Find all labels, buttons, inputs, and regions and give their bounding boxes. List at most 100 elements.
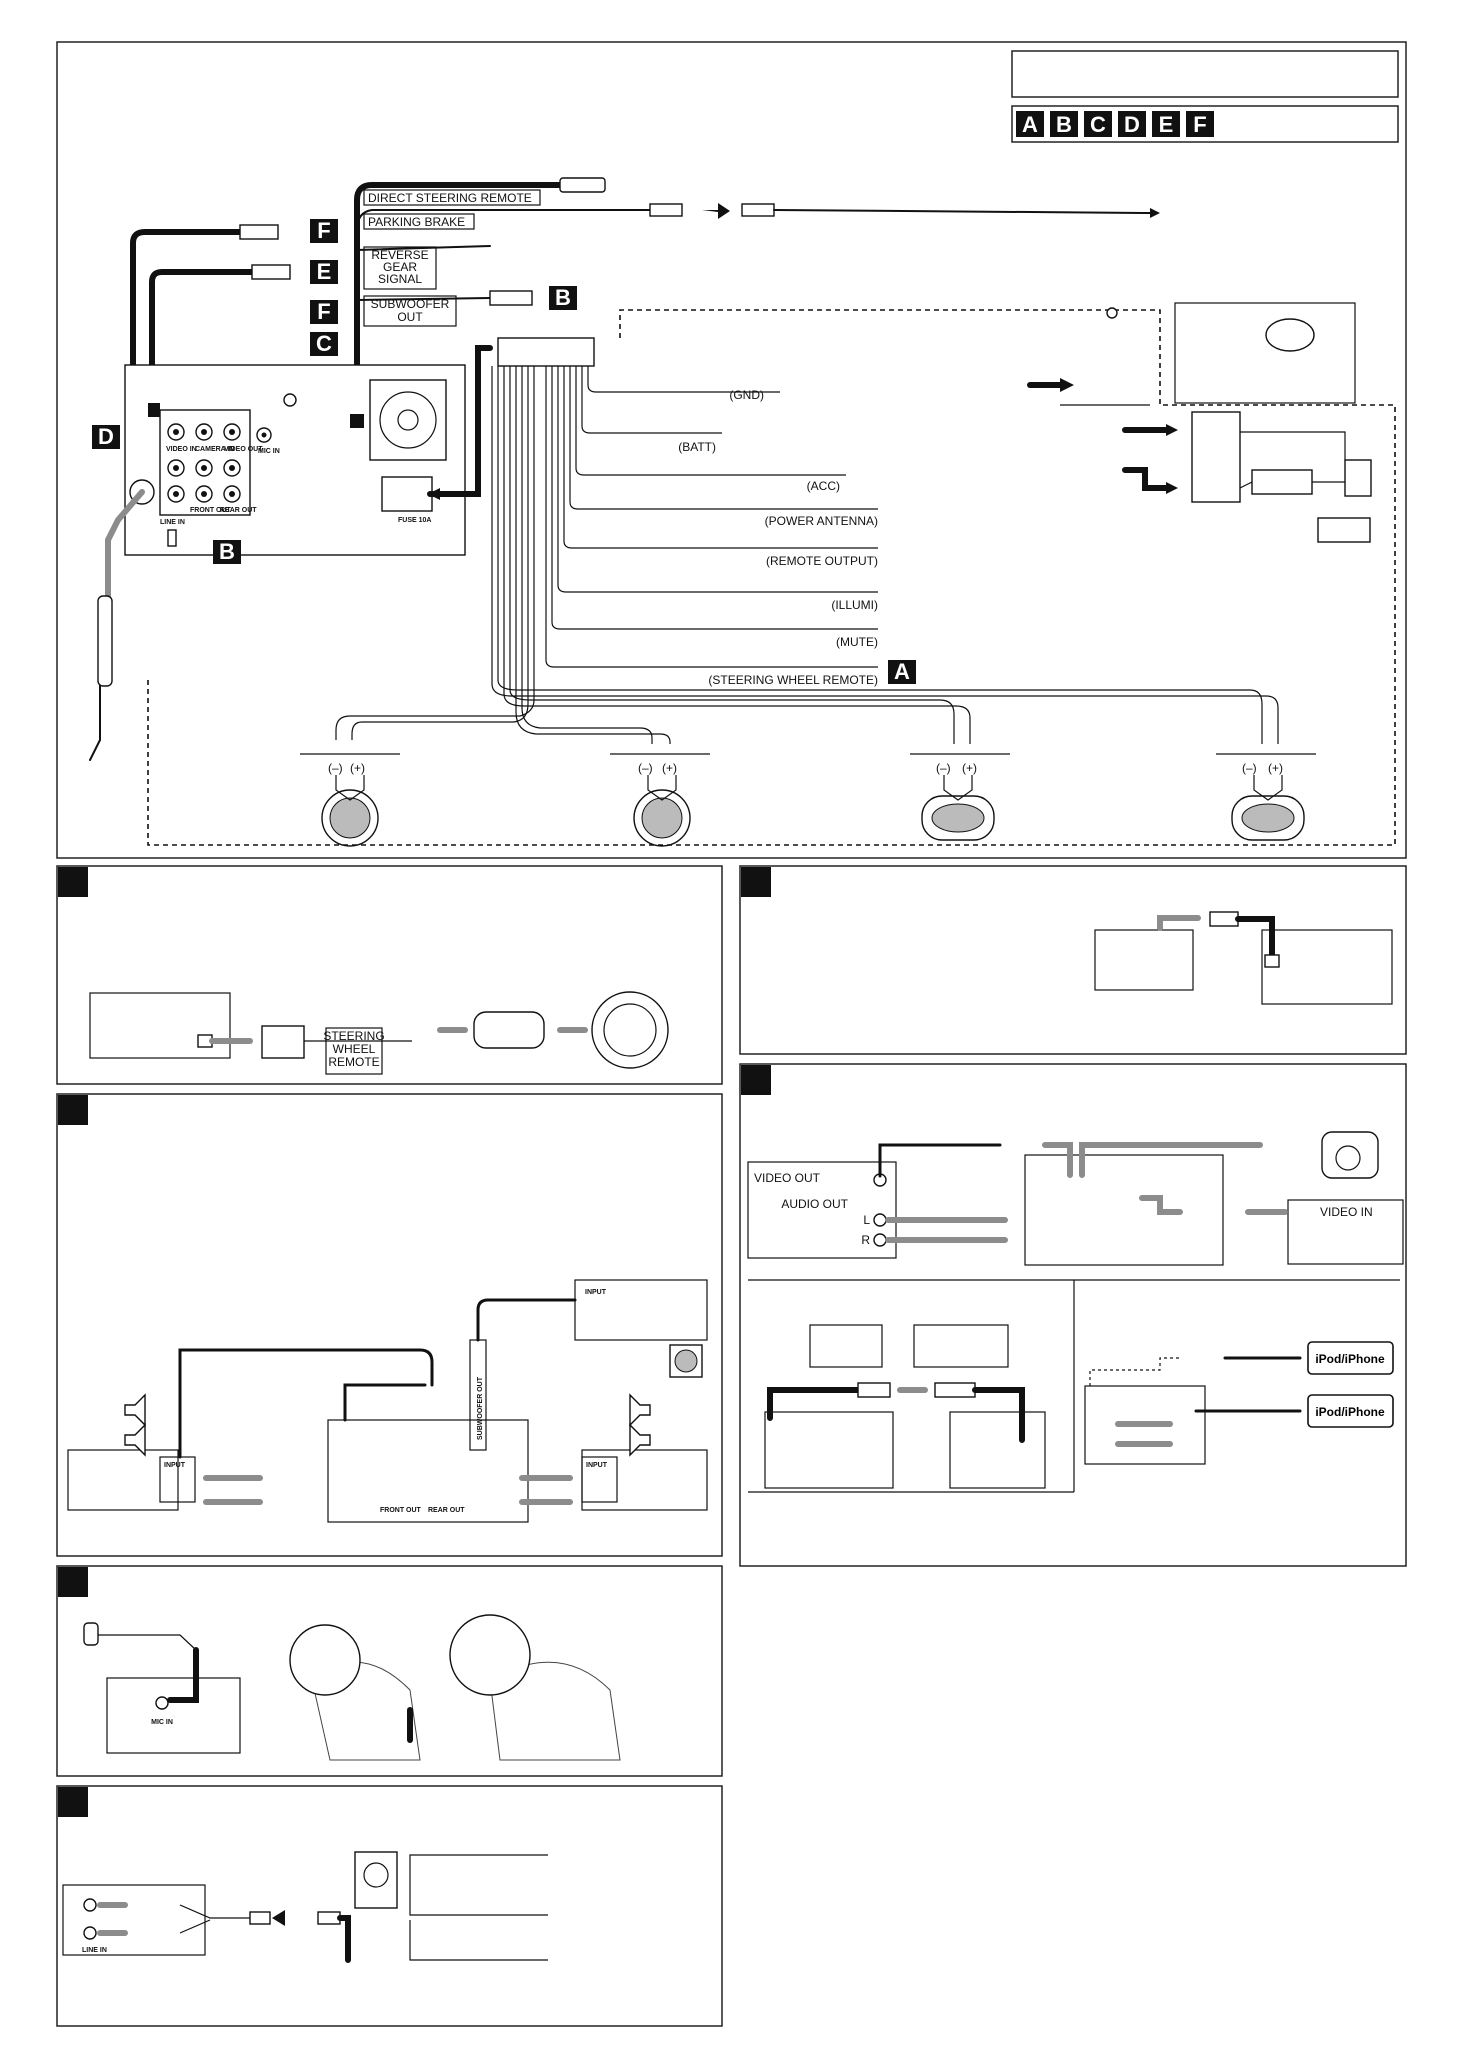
portable-unit xyxy=(1261,929,1393,1005)
mic-cable xyxy=(90,1634,197,1651)
amp-front-out-label: FRONT OUT xyxy=(380,1507,422,1514)
badge-b-top-label: B xyxy=(555,285,571,310)
audio-out-label: AUDIO OUT xyxy=(781,1197,848,1211)
amp-source-unit xyxy=(327,1419,529,1523)
video-source xyxy=(747,1161,897,1259)
audio-l-label: L xyxy=(863,1213,870,1227)
usb-callout-1 xyxy=(809,1324,883,1368)
steering-jack xyxy=(350,414,364,428)
wire-label-gnd: (GND) xyxy=(729,388,764,402)
speaker-rr-plus: (+) xyxy=(1268,761,1283,775)
ground-screw xyxy=(1106,307,1118,319)
ignition-switch xyxy=(1251,469,1313,495)
rca-jacks xyxy=(167,423,272,503)
legend-letter-b: B xyxy=(1056,112,1072,137)
mount-hole xyxy=(283,393,297,407)
jack-label-video-out: VIDEO OUT xyxy=(224,446,263,453)
section-video-frame xyxy=(739,1063,1407,1567)
sub-rca-lead xyxy=(476,1298,577,1342)
arrow-parking-brake xyxy=(702,203,730,219)
label-reverse-1: REVERSE xyxy=(371,248,428,262)
legend-letter-c: C xyxy=(1090,112,1106,137)
line-in-label: LINE IN xyxy=(82,1947,107,1954)
badge-b-unit xyxy=(213,540,241,564)
linein-arrow xyxy=(272,1910,300,1926)
linein-jack-r xyxy=(83,1926,97,1940)
speaker-fl-plus: (+) xyxy=(350,761,365,775)
wire-label-batt: (BATT) xyxy=(678,440,716,454)
speaker-rear-left: (–) (+) xyxy=(910,753,1010,841)
label-subwoofer-1: SUBWOOFER xyxy=(371,297,450,311)
jack-label-rear-out: REAR OUT xyxy=(220,507,257,514)
steering-plug xyxy=(261,1025,305,1059)
portable-plug xyxy=(1209,911,1239,927)
section-steering-frame xyxy=(56,865,723,1085)
cable-e xyxy=(149,269,255,415)
linein-line-2 xyxy=(409,1860,548,1916)
amp-left-input-label: INPUT xyxy=(164,1462,186,1469)
speaker-fr-plus: (+) xyxy=(662,761,677,775)
usb-cable-1 xyxy=(767,1387,861,1421)
cable-parking-brake-out xyxy=(773,209,1151,214)
speaker-rl-plus: (+) xyxy=(962,761,977,775)
video-monitor xyxy=(1287,1199,1404,1265)
subwoofer-amp-input-label: INPUT xyxy=(585,1289,607,1296)
speaker-rl-minus: (–) xyxy=(936,761,951,775)
label-reverse-2: GEAR xyxy=(383,260,417,274)
amp-rear-out-label: REAR OUT xyxy=(428,1507,465,1514)
arrow-harness xyxy=(428,488,440,500)
badge-f-top-label: F xyxy=(317,218,330,243)
badge-e-top xyxy=(310,260,338,284)
label-reverse-3: SIGNAL xyxy=(378,272,422,286)
section-portable-marker xyxy=(741,867,771,897)
fan xyxy=(379,391,437,449)
connector-direct-steering xyxy=(559,177,606,193)
usb-cable-2 xyxy=(972,1387,1025,1443)
jack-label-line-in: LINE IN xyxy=(160,519,185,526)
amp-right-input-label: INPUT xyxy=(586,1462,608,1469)
legend-letter-d: D xyxy=(1124,112,1140,137)
ipod-label-2: iPod/iPhone xyxy=(1315,1405,1385,1419)
ipod-device-2: iPod/iPhone xyxy=(1307,1394,1394,1428)
amp-remote-lead-2 xyxy=(343,1383,427,1422)
amp-right-input-box xyxy=(581,1456,618,1503)
fuse-block xyxy=(1191,411,1241,503)
speaker-rr-minus: (–) xyxy=(1242,761,1257,775)
jack-label-mic-in: MIC IN xyxy=(258,448,280,455)
fan-housing xyxy=(369,379,447,461)
audio-r-label: R xyxy=(861,1233,870,1247)
connector-f-jack xyxy=(148,403,160,417)
linein-unit xyxy=(62,1884,206,1956)
linein-cable-y2 xyxy=(179,1919,211,1934)
fuse-label: FUSE 10A xyxy=(398,517,431,524)
mic-mount-illustration-2 xyxy=(449,1614,621,1761)
section-video-marker xyxy=(741,1065,771,1095)
badge-f-mid xyxy=(310,300,338,324)
battery xyxy=(1317,517,1371,543)
portable-arrow xyxy=(1157,915,1201,931)
linein-line-3 xyxy=(409,1920,548,1961)
label-direct-steering-remote: DIRECT STEERING REMOTE xyxy=(368,191,532,205)
speaker-front-right: (–) (+) xyxy=(610,753,710,847)
video-out-cable xyxy=(1139,1195,1183,1215)
mic-in-label: MIC IN xyxy=(151,1719,173,1726)
label-parking-brake: PARKING BRAKE xyxy=(368,215,465,229)
badge-f-mid-label: F xyxy=(317,299,330,324)
amp-speakers xyxy=(124,1393,651,1457)
cable-subwoofer xyxy=(356,297,491,301)
video-out-label: VIDEO OUT xyxy=(754,1171,821,1185)
steering-unit xyxy=(89,992,231,1059)
subwoofer-out-label: SUBWOOFER OUT xyxy=(477,1376,484,1440)
legend-letter-a: A xyxy=(1022,112,1038,137)
connector-legend-box xyxy=(1011,105,1399,143)
badge-a-label: A xyxy=(894,659,910,684)
video-cable-1 xyxy=(878,1143,1002,1178)
cable-f xyxy=(130,229,243,368)
ipod-cable-1 xyxy=(1089,1357,1180,1386)
section-steering-marker xyxy=(58,867,88,897)
ignition-key xyxy=(1265,318,1315,352)
connector-subwoofer xyxy=(489,290,533,306)
badge-a xyxy=(888,660,916,684)
wire-label-power-antenna: (POWER ANTENNA) xyxy=(765,514,878,528)
